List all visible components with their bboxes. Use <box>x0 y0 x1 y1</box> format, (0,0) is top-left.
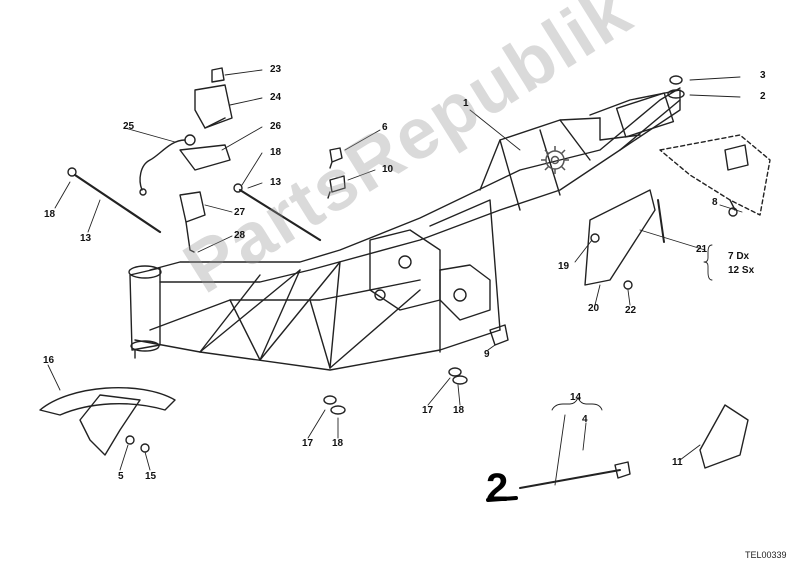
callout-17-right: 17 <box>422 405 434 416</box>
callout-18-right: 18 <box>453 405 465 416</box>
steering-head <box>128 265 162 359</box>
callout-17-left: 17 <box>302 438 314 449</box>
callout-5: 5 <box>118 471 124 482</box>
callout-23: 23 <box>270 64 282 75</box>
callout-9: 9 <box>484 349 490 360</box>
callout-13-right: 13 <box>270 177 282 188</box>
bolt-13-left <box>73 173 162 234</box>
callout-3: 3 <box>760 70 766 81</box>
callout-25: 25 <box>123 121 135 132</box>
callout-20: 20 <box>588 303 600 314</box>
callout-18-top: 18 <box>270 147 282 158</box>
bolt-13-right <box>238 188 322 242</box>
callout-27: 27 <box>234 207 246 218</box>
fastener-6 <box>329 147 343 169</box>
callout-18-left: 18 <box>332 438 344 449</box>
side-cover <box>699 404 749 469</box>
gear-icon <box>541 146 569 174</box>
front-fender <box>39 387 176 416</box>
callout-1: 1 <box>463 98 469 109</box>
callout-28: 28 <box>234 230 246 241</box>
handwritten-annotation: 2 <box>486 466 509 510</box>
pad-2 <box>667 89 685 99</box>
side-panel <box>584 189 656 286</box>
rear-bracket <box>659 134 771 216</box>
callout-14: 14 <box>570 392 582 403</box>
callout-8: 8 <box>712 197 718 208</box>
reference-code: TEL00339 <box>745 550 787 560</box>
callout-12-sx: 12 Sx <box>728 265 755 276</box>
callout-19: 19 <box>558 261 570 272</box>
callout-10: 10 <box>382 164 394 175</box>
engine-mounts <box>369 229 491 321</box>
callout-6: 6 <box>382 122 388 133</box>
control-cable <box>519 469 621 489</box>
callout-15: 15 <box>145 471 157 482</box>
callout-22: 22 <box>625 305 637 316</box>
pad-3 <box>669 75 683 85</box>
callout-24: 24 <box>270 92 282 103</box>
fastener-10 <box>327 175 346 199</box>
callout-18-farleft: 18 <box>44 209 56 220</box>
callout-26: 26 <box>270 121 282 132</box>
callout-11: 11 <box>672 457 683 468</box>
callout-4: 4 <box>582 414 588 425</box>
callout-13-left: 13 <box>80 233 92 244</box>
callout-16: 16 <box>43 355 55 366</box>
callout-7-dx: 7 Dx <box>728 251 750 262</box>
callout-21: 21 <box>696 244 708 255</box>
ignition-assembly <box>139 67 233 253</box>
callout-2: 2 <box>760 91 766 102</box>
